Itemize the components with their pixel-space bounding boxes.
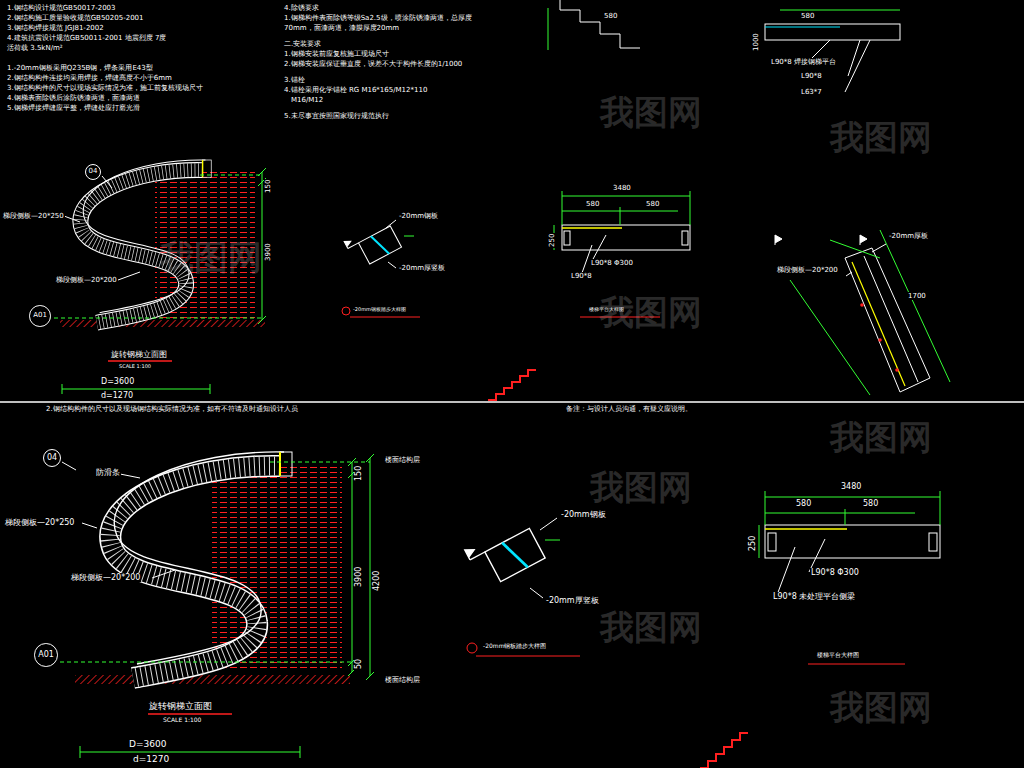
- design-note: 2.钢结构施工质量验收规范GB50205-2001: [6, 14, 145, 22]
- part-label: -20mm钢板: [398, 212, 439, 220]
- part-label: L90*8 未处理平台侧梁: [772, 592, 856, 601]
- dimension: 3480: [612, 184, 632, 192]
- dimension: d=1270: [100, 391, 134, 400]
- dimension: 3900: [264, 242, 272, 262]
- watermark: 我图网: [830, 120, 932, 154]
- part-label: L90*8: [800, 72, 823, 80]
- dimension: 580: [603, 12, 618, 20]
- part-label: L90*8 Φ300: [590, 259, 634, 267]
- watermark: 我图网: [590, 470, 692, 504]
- dimension: D=3600: [100, 377, 135, 386]
- dimension: 3900: [354, 566, 363, 588]
- watermark: 我图网: [160, 240, 262, 274]
- dimension: D=3600: [128, 739, 167, 749]
- design-note: 2.钢结构构件连接均采用焊接，焊缝高度不小于6mm: [6, 74, 173, 82]
- design-note: 3.钢结构构件的尺寸以现场实际情况为准，施工前复核现场尺寸: [6, 84, 204, 92]
- callout-circle: A01: [34, 643, 58, 667]
- drawing-title: -20mm钢板踏步大样图: [352, 307, 407, 313]
- part-label: 梯段侧板—20*200: [776, 266, 839, 274]
- dimension: 1000: [752, 32, 760, 52]
- callout-number: 04: [47, 454, 57, 462]
- design-note: M16/M12: [290, 96, 324, 104]
- drawing-title: 旋转钢梯立面图: [148, 701, 213, 711]
- design-note: 4.建筑抗震设计规范GB50011-2001 地震烈度 7度: [6, 34, 167, 42]
- callout-number: A01: [33, 312, 47, 319]
- watermark: 我图网: [600, 95, 702, 129]
- design-note: 1.钢结构设计规范GB50017-2003: [6, 4, 117, 12]
- part-label: L63*7: [800, 88, 823, 96]
- design-note: 4.钢梯表面除锈后涂防锈漆两道，面漆两道: [6, 94, 141, 102]
- part-label: 梯段侧板—20*200: [70, 573, 141, 582]
- design-note: 备注：与设计人员沟通，有疑义应说明。: [565, 405, 693, 413]
- part-label: 梯段侧板—20*250: [4, 518, 75, 527]
- part-label: 梯段侧板—20*250: [2, 212, 65, 220]
- part-label: 楼面结构层: [384, 456, 421, 464]
- watermark: 我图网: [830, 690, 932, 724]
- dimension: 580: [585, 200, 600, 208]
- design-note: 1.钢梯安装前应复核施工现场尺寸: [283, 50, 390, 58]
- design-note: 5.未尽事宜按照国家现行规范执行: [283, 112, 390, 120]
- design-note: 1.钢梯构件表面除锈等级Sa2.5级，喷涂防锈漆两道，总厚度: [283, 14, 473, 22]
- part-label: L90*8 焊接钢梯平台: [770, 58, 837, 66]
- dimension: 50: [354, 658, 363, 670]
- design-note: 3.锚栓: [283, 76, 306, 84]
- design-note: 活荷载 3.5kN/m²: [6, 44, 64, 52]
- scale-note: SCALE 1:100: [118, 364, 152, 370]
- callout-number: 04: [89, 168, 98, 175]
- design-note: 5.钢梯焊接焊缝应平整，焊缝处应打磨光滑: [6, 104, 141, 112]
- dimension: d=1270: [132, 754, 170, 764]
- watermark: 我图网: [830, 420, 932, 454]
- dimension: 250: [548, 233, 556, 248]
- part-label: -20mm厚竖板: [545, 596, 600, 605]
- callout-circle: 04: [43, 449, 61, 467]
- design-note: 70mm，面漆两道，漆膜厚度20mm: [283, 24, 400, 32]
- part-label: -20mm厚竖板: [398, 264, 446, 272]
- design-note: 4.除锈要求: [283, 4, 320, 12]
- dimension: 580: [800, 12, 815, 20]
- dimension: 580: [862, 499, 879, 508]
- design-note: 1.-20mm钢板采用Q235B钢，焊条采用E43型: [6, 64, 154, 72]
- design-note: 2.钢结构构件的尺寸以及现场钢结构实际情况为准，如有不符请及时通知设计人员: [45, 405, 299, 413]
- drawing-title: 楼梯平台大样图: [816, 652, 860, 659]
- callout-circle: 04: [85, 164, 102, 181]
- design-note: 4.锚栓采用化学锚栓 RG M16*165/M12*110: [283, 86, 428, 94]
- design-note: 2.钢梯安装应保证垂直度，误差不大于构件长度的1/1000: [283, 60, 463, 68]
- design-note: 3.钢结构焊接规范 JGJ81-2002: [6, 24, 105, 32]
- dimension: 1700: [907, 292, 927, 300]
- part-label: -20mm钢板: [560, 510, 607, 519]
- dimension: 250: [748, 535, 757, 552]
- callout-number: A01: [38, 651, 54, 659]
- dimension: 4200: [372, 570, 381, 592]
- part-label: 梯段侧板—20*200: [55, 276, 118, 284]
- dimension: 150: [354, 465, 363, 482]
- callout-circle: A01: [29, 305, 51, 327]
- dimension: 580: [795, 499, 812, 508]
- watermark: 我图网: [600, 295, 702, 329]
- watermark: 我图网: [600, 610, 702, 644]
- part-label: -20mm厚板: [888, 232, 929, 240]
- dimension: 150: [264, 179, 272, 194]
- dimension: 3480: [840, 482, 862, 491]
- part-label: 防滑条: [95, 468, 121, 477]
- part-label: 楼面结构层: [384, 676, 421, 684]
- drawing-title: -20mm钢板踏步大样图: [482, 643, 548, 650]
- design-note: 二.安装要求: [283, 40, 322, 48]
- part-label: L90*8: [570, 272, 593, 280]
- drawing-title: 旋转钢梯立面图: [110, 350, 168, 359]
- scale-note: SCALE 1:100: [162, 717, 202, 724]
- dimension: 580: [645, 200, 660, 208]
- part-label: L90*8 Φ300: [810, 568, 860, 577]
